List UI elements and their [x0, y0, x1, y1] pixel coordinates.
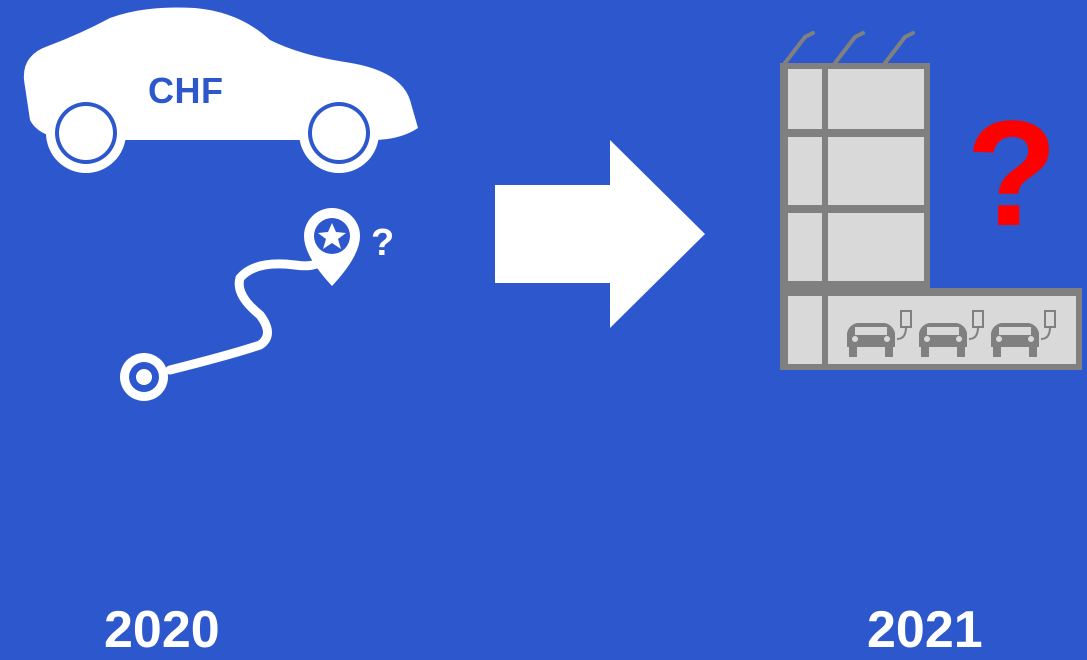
- year-right-label: 2021: [867, 600, 983, 660]
- route-question-mark: ?: [371, 222, 394, 265]
- year-left-label: 2020: [104, 600, 220, 660]
- antenna-icon: [785, 33, 913, 63]
- arrow-right-icon: [490, 140, 710, 330]
- destination-pin-icon: [304, 208, 360, 286]
- route-icon: [100, 190, 370, 410]
- car-label: CHF: [148, 70, 224, 112]
- building-question-mark: ?: [966, 98, 1058, 248]
